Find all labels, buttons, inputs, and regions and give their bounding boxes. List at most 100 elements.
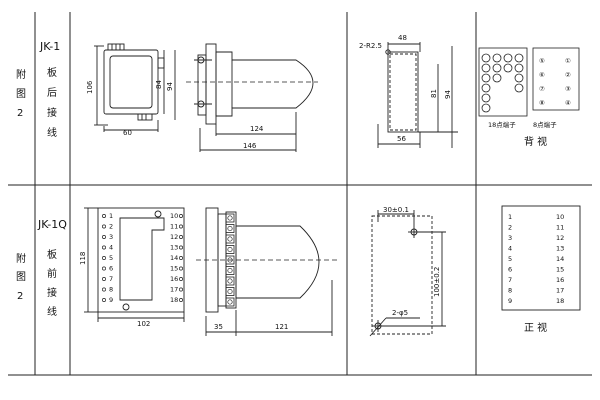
front-terminal-dot [102,266,106,271]
svg-text:③: ③ [565,85,571,93]
svg-text:前: 前 [47,267,57,280]
front-terminal-number: 15 [170,265,178,273]
dim-cutout-width: 48 [398,34,407,42]
svg-text:接: 接 [47,286,57,299]
front-terminal-dot [179,277,183,281]
front-terminal-number: 17 [170,286,178,294]
svg-text:板: 板 [47,66,57,79]
front-terminal-number: 1 [109,212,113,220]
terminal-circle [492,73,502,83]
front-terminal-dot [179,235,183,239]
front-terminal-dot [179,298,183,302]
side-terminal-screw-head [227,225,233,232]
dim-cutout-base: 56 [397,135,406,143]
terminal-table-number: 14 [556,255,564,263]
terminal-table-number: 3 [508,234,512,242]
dim-cutout-h2: 94 [444,90,452,99]
row1-mount-label: 板 后 接 线 [47,66,57,139]
terminal-table-number: 17 [556,287,564,295]
dim-cutout2-holes: 2-φ5 [392,309,408,317]
row2-view-label: 正 视 [524,321,547,334]
terminal-table-number: 5 [508,255,512,263]
front-terminal-number: 5 [109,254,113,262]
side-terminal-screw-head [227,215,233,221]
dim-radius: 2-R2.5 [359,42,382,50]
dim-front-inner: 84 [155,80,163,89]
side-terminal-screw [225,245,235,254]
front-terminal-number: 3 [109,233,113,241]
side-terminal-screw [225,297,235,307]
front-terminal-dot [179,245,183,250]
terminal-circle [503,53,513,63]
svg-text:图: 图 [16,88,26,100]
dim-cutout2-height: 100±0.2 [433,267,441,297]
svg-text:②: ② [565,71,571,79]
dim-front-outer: 94 [166,82,174,91]
front-terminal-dot [102,256,106,260]
side-terminal-screw [225,213,235,223]
terminal-table-number: 12 [556,234,564,242]
terminal-table-number: 8 [508,287,512,295]
front-terminal-dot [102,235,106,239]
front-terminal-dot [102,245,106,250]
terminal-table-number: 7 [508,276,512,284]
svg-text:线: 线 [47,126,57,139]
front-terminal-number: 8 [109,286,113,294]
dim-front2-height: 118 [79,252,87,265]
dim-front-width: 60 [123,129,132,137]
row2-mount-label: 板 前 接 线 [47,248,57,318]
terminal-table [501,205,581,311]
svg-text:⑤: ⑤ [539,57,545,65]
row1-side-label: 附 图 2 [16,68,26,119]
side-terminal-screw-head [227,278,233,284]
terminal-table-number: 18 [556,297,564,305]
terminal-circle [514,73,524,83]
front-terminal-number: 12 [170,233,178,241]
terminal-table-number: 2 [508,224,512,232]
dim-side2-front: 35 [214,323,223,331]
row2-front-view [84,207,185,322]
svg-text:⑥: ⑥ [539,71,545,79]
dim-cutout2-width: 30±0.1 [383,206,409,214]
terminal-circle [492,63,502,73]
svg-text:附: 附 [16,68,26,81]
dim-cutout-h1: 81 [430,89,438,98]
front-terminal-number: 4 [109,244,113,252]
side-terminal-screw [225,266,235,275]
row1-cutout [377,42,458,148]
side-terminal-screw-head [227,299,233,305]
terminal-table-number: 16 [556,276,564,284]
row1-model: JK-1 [39,40,60,53]
terminal-table-number: 1 [508,213,512,221]
label-8-terminals: 8点端子 [533,120,557,129]
terminal-table-number: 15 [556,266,564,274]
front-terminal-number: 9 [109,296,113,304]
svg-text:线: 线 [47,305,57,318]
row2-side-view [205,207,333,336]
terminal-table-number: 4 [508,245,512,253]
front-terminal-number: 10 [170,212,178,220]
svg-text:附: 附 [16,252,26,265]
terminal-table-number: 11 [556,224,564,232]
terminal-circle [503,63,513,73]
side-terminal-screw-head [227,267,233,274]
dim-side-total: 146 [243,142,257,150]
front-terminal-dot [102,214,106,218]
dim-side-depth: 124 [250,125,264,133]
front-terminal-number: 18 [170,296,178,304]
front-terminal-dot [179,287,183,292]
label-18-terminals: 18点端子 [488,120,516,129]
terminal-table-number: 10 [556,213,564,221]
terminal-circle [481,63,491,73]
front-terminal-number: 16 [170,275,178,283]
svg-text:板: 板 [47,248,57,261]
front-terminal-number: 7 [109,275,113,283]
front-terminal-dot [179,256,183,260]
front-terminal-dot [102,298,106,302]
row1-terminal-blocks [478,47,580,117]
front-terminal-number: 2 [109,223,113,231]
front-terminal-number: 13 [170,244,178,252]
svg-text:接: 接 [47,106,57,119]
